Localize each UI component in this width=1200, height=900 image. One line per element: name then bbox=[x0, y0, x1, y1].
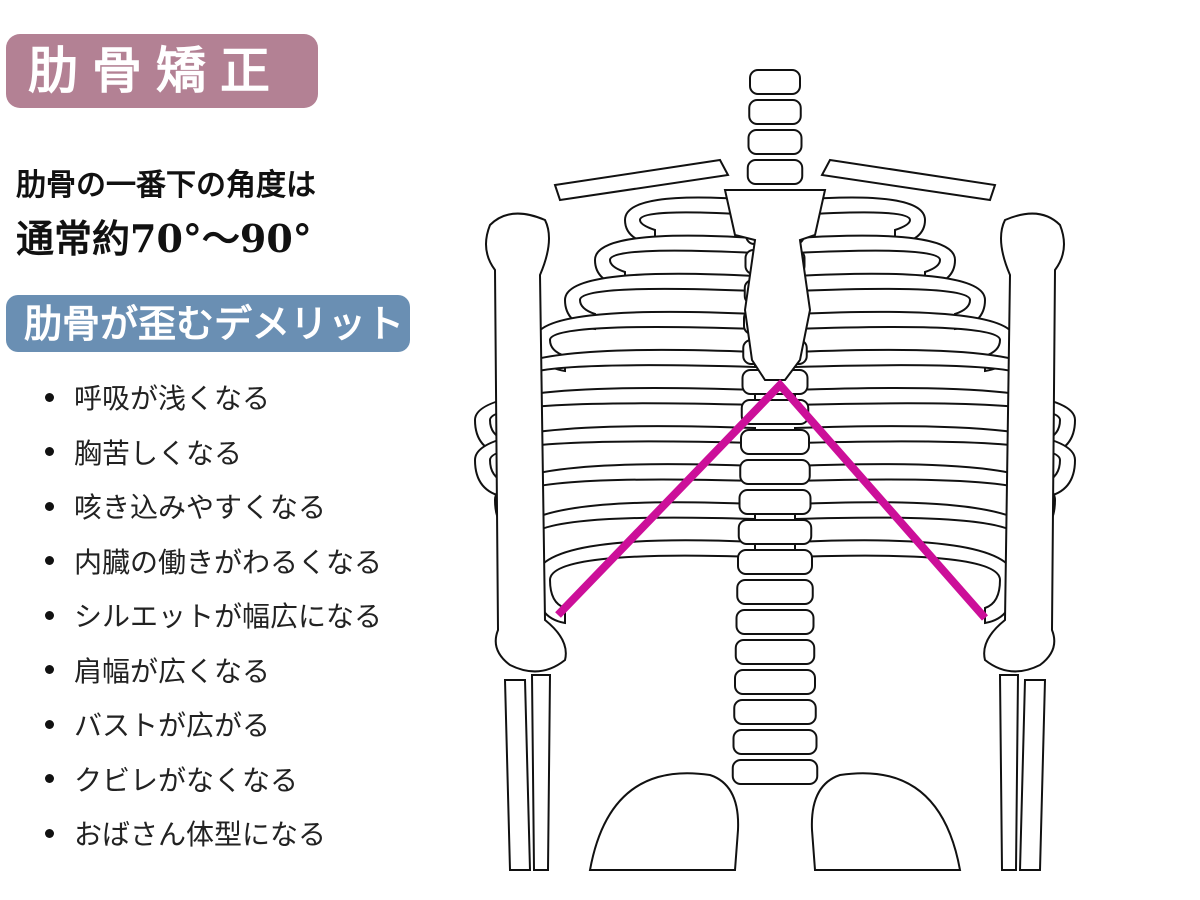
vertebra bbox=[738, 489, 812, 515]
bullet-icon bbox=[45, 610, 54, 620]
vertebra bbox=[746, 159, 804, 185]
pelvis bbox=[588, 772, 962, 871]
ribs bbox=[473, 196, 1077, 625]
list-item: 肩幅が広くなる bbox=[45, 643, 382, 698]
forearm-left bbox=[503, 674, 552, 871]
list-item-text: おばさん体型になる bbox=[74, 818, 327, 852]
vertebra bbox=[737, 519, 813, 545]
rib-angle-line bbox=[555, 379, 989, 621]
list-item-text: バストが広がる bbox=[74, 709, 271, 743]
bullet-icon bbox=[45, 828, 54, 838]
vertebra bbox=[733, 699, 817, 725]
angle-text-line1: 肋骨の一番下の角度は bbox=[16, 168, 316, 203]
bullet-icon bbox=[45, 665, 54, 675]
list-item: 胸苦しくなる bbox=[45, 425, 382, 480]
bullet-icon bbox=[45, 556, 54, 566]
clavicle-left bbox=[553, 158, 730, 202]
vertebra bbox=[734, 639, 816, 665]
bullet-icon bbox=[45, 501, 54, 511]
list-item-text: シルエットが幅広になる bbox=[74, 600, 383, 634]
list-item: おばさん体型になる bbox=[45, 806, 382, 861]
sternum bbox=[723, 189, 827, 381]
bullet-icon bbox=[45, 719, 54, 729]
list-item: 咳き込みやすくなる bbox=[45, 479, 382, 534]
vertebra bbox=[740, 429, 810, 455]
list-item: シルエットが幅広になる bbox=[45, 588, 382, 643]
humerus-left bbox=[485, 212, 567, 673]
vertebra bbox=[736, 579, 814, 605]
skeleton-illustration bbox=[473, 69, 1077, 871]
list-item-text: 肩幅が広くなる bbox=[74, 654, 271, 688]
list-item: バストが広がる bbox=[45, 697, 382, 752]
list-item: 内臓の働きがわるくなる bbox=[45, 534, 382, 589]
vertebra bbox=[735, 609, 815, 635]
angle-text-line2: 通常約70°～90° bbox=[16, 216, 312, 261]
list-item: クビレがなくなる bbox=[45, 752, 382, 807]
list-item-text: 胸苦しくなる bbox=[74, 436, 243, 470]
demerits-list: 呼吸が浅くなる 胸苦しくなる 咳き込みやすくなる 内臓の働きがわるくなる シルエ… bbox=[45, 370, 382, 861]
list-item: 呼吸が浅くなる bbox=[45, 370, 382, 425]
vertebra bbox=[749, 69, 801, 95]
vertebra bbox=[737, 549, 813, 575]
list-item-text: 内臓の働きがわるくなる bbox=[74, 545, 383, 579]
spine bbox=[731, 69, 819, 785]
rib bbox=[533, 539, 756, 625]
list-item-text: クビレがなくなる bbox=[74, 763, 299, 797]
page-title: 肋骨矯正 bbox=[6, 34, 318, 108]
forearm-right bbox=[998, 674, 1047, 871]
rib bbox=[794, 539, 1017, 625]
humerus-right bbox=[983, 212, 1065, 673]
list-item-text: 呼吸が浅くなる bbox=[74, 382, 271, 416]
bullet-icon bbox=[45, 447, 54, 457]
list-item-text: 咳き込みやすくなる bbox=[74, 491, 327, 525]
vertebra bbox=[748, 99, 802, 125]
bullet-icon bbox=[45, 392, 54, 402]
vertebra bbox=[731, 759, 819, 785]
demerits-heading: 肋骨が歪むデメリット bbox=[6, 295, 410, 352]
vertebra bbox=[739, 459, 811, 485]
vertebra bbox=[747, 129, 803, 155]
clavicle-right bbox=[820, 158, 997, 202]
vertebra bbox=[734, 669, 816, 695]
vertebra bbox=[732, 729, 818, 755]
bullet-icon bbox=[45, 774, 54, 784]
